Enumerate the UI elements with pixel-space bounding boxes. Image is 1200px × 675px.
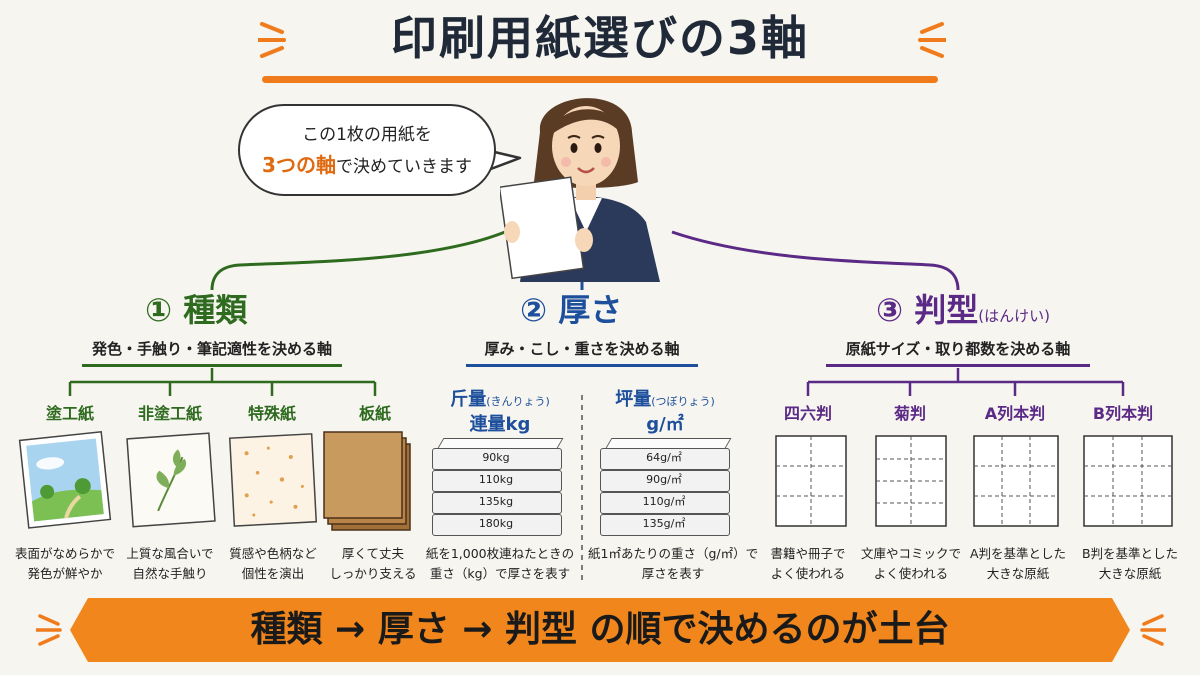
type-desc-board: 厚くて丈夫しっかり支える [329,546,417,581]
size-desc-shiroku: 書籍や冊子でよく使われる [770,546,846,581]
title-underline [262,76,938,83]
tsuboryo-layer-1 [600,448,730,470]
tsuboryo-desc: 紙1㎡あたりの重さ（g/㎡）で厚さを表す [588,546,759,581]
tsuboryo-layer-3 [600,492,730,514]
kiku-sheet [875,435,947,527]
size-axis-subtitle: 原紙サイズ・取り都数を決める軸 [845,340,1071,358]
tsuboryo-weight-4: 135g/㎡ [642,517,686,530]
tsuboryo-reading: (つぼりょう) [651,395,715,408]
size-label-shiroku: 四六判 [783,404,832,423]
thickness-axis-subtitle: 厚み・こし・重さを決める軸 [484,340,680,358]
title-spark-left [256,18,294,66]
size-axis-reading: (はんけい) [978,307,1050,325]
tsuboryo-weight-2: 90g/㎡ [646,473,682,486]
tsuboryo-weight-1: 64g/㎡ [646,451,682,464]
type-desc-uncoated: 上質な風合いで自然な手触り [126,546,214,581]
speech-line-1: この1枚の用紙を [302,125,432,145]
special-paper-image [228,433,318,527]
type-axis-subtitle-underline [82,364,342,367]
kinryo-label: 斤量 [450,389,487,410]
size-axis-title: ③ 判型(はんけい) [876,290,1050,336]
tsuboryo-layer-2 [600,470,730,492]
b-honban-sheet [1083,435,1173,527]
size-label-kiku: 菊判 [893,404,926,423]
type-label-board: 板紙 [358,404,391,423]
kinryo-layer-2 [432,470,562,492]
board-paper-image [323,431,411,531]
type-label-uncoated: 非塗工紙 [137,404,202,423]
type-label-special: 特殊紙 [247,404,296,423]
tsuboryo-layer-4 [600,514,730,536]
tsuboryo-unit: g/㎡ [646,414,684,435]
size-label-b-honban: B列本判 [1092,404,1154,423]
footer-banner [88,598,1112,662]
kinryo-layer-1 [432,448,562,470]
kinryo-weight-2: 110kg [478,473,514,486]
tsuboryo-stack: 64g/㎡ 90g/㎡ 110g/㎡ 135g/㎡ [600,438,740,538]
thickness-axis-subtitle-underline [466,364,698,367]
footer-spark-right [1140,614,1166,646]
a-honban-sheet [973,435,1059,527]
size-axis-title-text: ③ 判型 [876,291,979,329]
size-desc-kiku: 文庫やコミックでよく使われる [860,546,961,581]
kinryo-weight-1: 90kg [482,451,510,464]
tsuboryo-label: 坪量 [615,389,652,410]
size-desc-b-honban: B判を基準とした大きな原紙 [1081,546,1179,581]
size-desc-a-honban: A判を基準とした大きな原紙 [969,546,1067,581]
speech-highlight: 3つの軸 [262,153,336,177]
type-desc-coated: 表面がなめらかで発色が鮮やか [14,546,115,581]
shiroku-sheet [775,435,847,527]
type-desc-special: 質感や色柄など個性を演出 [229,546,317,581]
footer-spark-left [36,614,62,646]
presenter-illustration [500,98,660,282]
kinryo-unit: 連量kg [469,414,531,435]
kinryo-layer-3 [432,492,562,514]
footer-text: 種類 → 厚さ → 判型 の順で決めるのが土台 [250,609,950,650]
type-axis-subtitle: 発色・手触り・筆記適性を決める軸 [91,340,332,358]
tsuboryo-heading: 坪量(つぼりょう) [595,385,735,411]
title-spark-right [910,18,948,66]
kinryo-weight-3: 135kg [478,495,514,508]
speech-line-2: 3つの軸で決めていきます [250,150,484,182]
size-label-a-honban: A列本判 [984,404,1046,423]
speech-bubble: この1枚の用紙を 3つの軸で決めていきます [238,104,496,196]
kinryo-reading: (きんりょう) [486,395,550,408]
tsuboryo-weight-3: 110g/㎡ [642,495,686,508]
thickness-axis-title: ② 厚さ [520,291,623,329]
coated-paper-image [18,431,112,529]
kinryo-layer-4 [432,514,562,536]
uncoated-paper-image [126,432,216,528]
kinryo-heading: 斤量(きんりょう) [430,385,570,411]
kinryo-stack: 90kg 110kg 135kg 180kg [432,438,572,538]
kinryo-desc: 紙を1,000枚連ねたときの重さ（kg）で厚さを表す [425,546,575,581]
type-axis-title: ① 種類 [145,291,248,329]
size-axis-subtitle-underline [826,364,1090,367]
speech-line-2-rest: で決めていきます [335,157,472,177]
page-title: 印刷用紙選びの3軸 [390,11,809,65]
type-label-coated: 塗工紙 [45,404,94,423]
kinryo-weight-4: 180kg [478,517,514,530]
